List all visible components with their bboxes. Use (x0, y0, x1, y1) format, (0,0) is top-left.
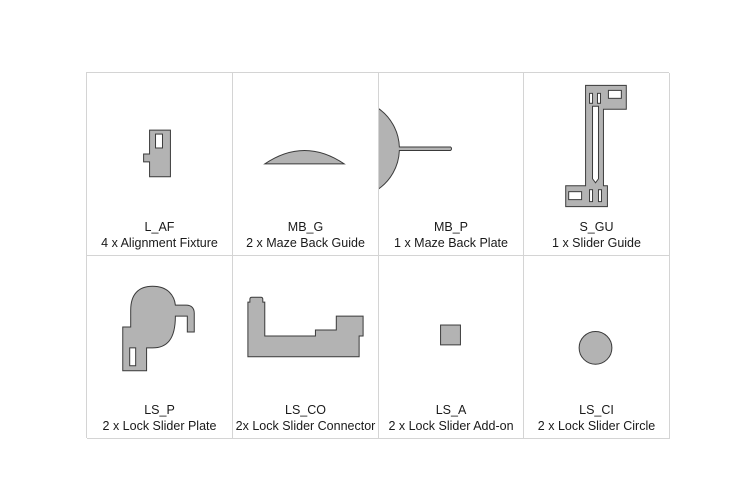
part-description: 2 x Maze Back Guide (246, 236, 365, 250)
part-description: 1 x Slider Guide (552, 236, 641, 250)
parts-grid: L_AF 4 x Alignment Fixture MB_G 2 x Maze… (86, 72, 670, 439)
part-label: L_AF 4 x Alignment Fixture (87, 219, 232, 251)
part-code: S_GU (579, 220, 614, 234)
circle-icon (578, 330, 613, 365)
maze-back-guide-shape (233, 73, 378, 218)
part-code: LS_A (435, 403, 467, 417)
arc-segment-icon (263, 149, 346, 165)
part-description: 1 x Maze Back Plate (394, 236, 508, 250)
part-label: S_GU 1 x Slider Guide (524, 219, 669, 251)
lock-slider-circle-shape (524, 256, 669, 401)
part-label: LS_CI 2 x Lock Slider Circle (524, 402, 669, 434)
part-description: 2 x Lock Slider Circle (537, 419, 656, 433)
part-cell-ls-a: LS_A 2 x Lock Slider Add-on (379, 256, 524, 439)
part-cell-ls-p: LS_P 2 x Lock Slider Plate (87, 256, 233, 439)
part-label: MB_P 1 x Maze Back Plate (379, 219, 523, 251)
square-icon (440, 324, 461, 346)
part-code: MB_P (433, 220, 469, 234)
part-code: LS_P (144, 403, 175, 417)
part-description: 2 x Lock Slider Add-on (388, 419, 514, 433)
part-code: LS_CI (579, 403, 614, 417)
part-cell-s-gu: S_GU 1 x Slider Guide (524, 73, 670, 256)
part-cell-l-af: L_AF 4 x Alignment Fixture (87, 73, 233, 256)
lock-slider-addon-shape (379, 256, 523, 401)
part-cell-ls-co: LS_CO 2x Lock Slider Connector (233, 256, 379, 439)
part-label: LS_CO 2x Lock Slider Connector (233, 402, 378, 434)
slotted-disc-icon (379, 108, 453, 190)
slider-guide-icon (565, 84, 627, 208)
maze-back-plate-shape (379, 73, 523, 218)
part-cell-mb-p: MB_P 1 x Maze Back Plate (379, 73, 524, 256)
lock-slider-plate-icon (122, 285, 195, 372)
lock-slider-connector-shape (233, 256, 378, 401)
part-description: 4 x Alignment Fixture (101, 236, 218, 250)
slider-guide-shape (524, 73, 669, 218)
alignment-fixture-icon (143, 129, 171, 178)
part-code: MB_G (287, 220, 324, 234)
part-label: LS_A 2 x Lock Slider Add-on (379, 402, 523, 434)
part-code: LS_CO (285, 403, 326, 417)
lock-slider-connector-icon (247, 296, 364, 358)
part-code: L_AF (144, 220, 175, 234)
alignment-fixture-shape (87, 73, 232, 218)
lock-slider-plate-shape (87, 256, 232, 401)
part-label: MB_G 2 x Maze Back Guide (233, 219, 378, 251)
part-description: 2x Lock Slider Connector (235, 419, 376, 433)
part-cell-mb-g: MB_G 2 x Maze Back Guide (233, 73, 379, 256)
part-description: 2 x Lock Slider Plate (102, 419, 217, 433)
part-label: LS_P 2 x Lock Slider Plate (87, 402, 232, 434)
part-cell-ls-ci: LS_CI 2 x Lock Slider Circle (524, 256, 670, 439)
